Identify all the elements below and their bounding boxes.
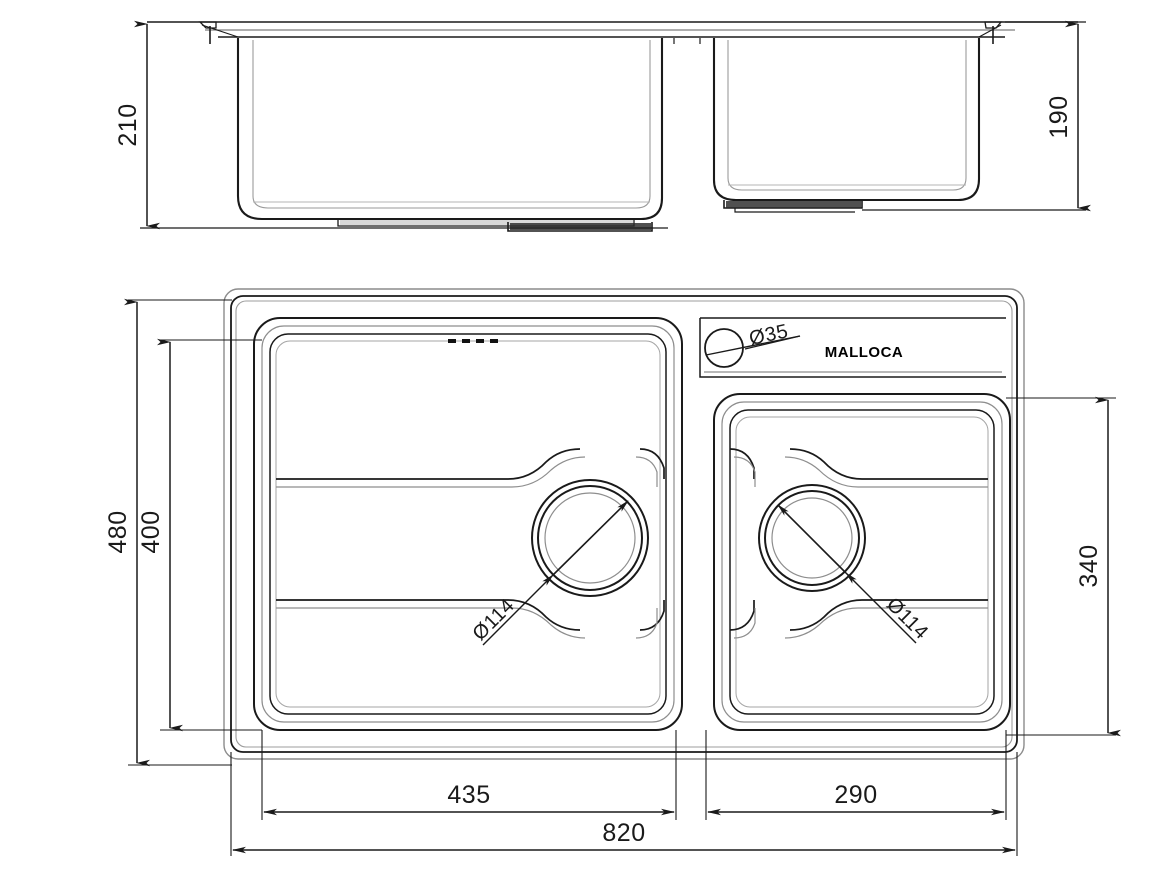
dimension-plan-right-bowl-width: 290 <box>707 781 1005 816</box>
dimension-label-400: 400 <box>137 510 165 553</box>
dimension-label-tap-hole: Ø35 <box>747 320 790 350</box>
plan-left-bowl <box>253 317 683 731</box>
plan-outer-rim <box>223 288 1025 760</box>
dimension-label-left-drain: Ø114 <box>468 594 519 645</box>
dimension-label-820: 820 <box>602 819 645 847</box>
elevation-extension-lines <box>140 21 1086 229</box>
elevation-divider <box>673 38 701 44</box>
dimension-label-340: 340 <box>1075 544 1103 587</box>
dimension-label-290: 290 <box>834 781 877 809</box>
dimension-label-210: 210 <box>114 103 142 146</box>
plan-right-bowl <box>713 393 1011 731</box>
plan-view: Ø114 Ø35 MALLOCA <box>104 288 1121 856</box>
elevation-view: 210 190 <box>114 20 1091 232</box>
plan-tap-hole: Ø35 <box>704 320 801 368</box>
plan-deck-ledge <box>699 317 1006 378</box>
dimension-plan-overall-depth: 480 <box>104 298 150 767</box>
elevation-right-bowl <box>712 21 1003 213</box>
dimension-label-190: 190 <box>1045 95 1073 138</box>
dimension-plan-right-bowl-depth: 340 <box>1075 396 1121 737</box>
dimension-label-right-drain: Ø114 <box>882 593 933 644</box>
dimension-plan-overall-width: 820 <box>232 819 1016 854</box>
brand-logo: MALLOCA <box>825 344 904 361</box>
dimension-elevation-right-depth: 190 <box>1045 20 1091 212</box>
dimension-label-435: 435 <box>447 781 490 809</box>
dimension-plan-left-bowl-width: 435 <box>263 781 675 816</box>
dimension-plan-left-bowl-depth: 400 <box>137 338 183 732</box>
dimension-elevation-left-depth: 210 <box>114 20 160 230</box>
elevation-left-bowl <box>198 21 664 232</box>
dimension-label-480: 480 <box>104 510 132 553</box>
dimension-right-drain-diameter: Ø114 <box>777 504 933 644</box>
elevation-rim-lines <box>147 21 1078 38</box>
